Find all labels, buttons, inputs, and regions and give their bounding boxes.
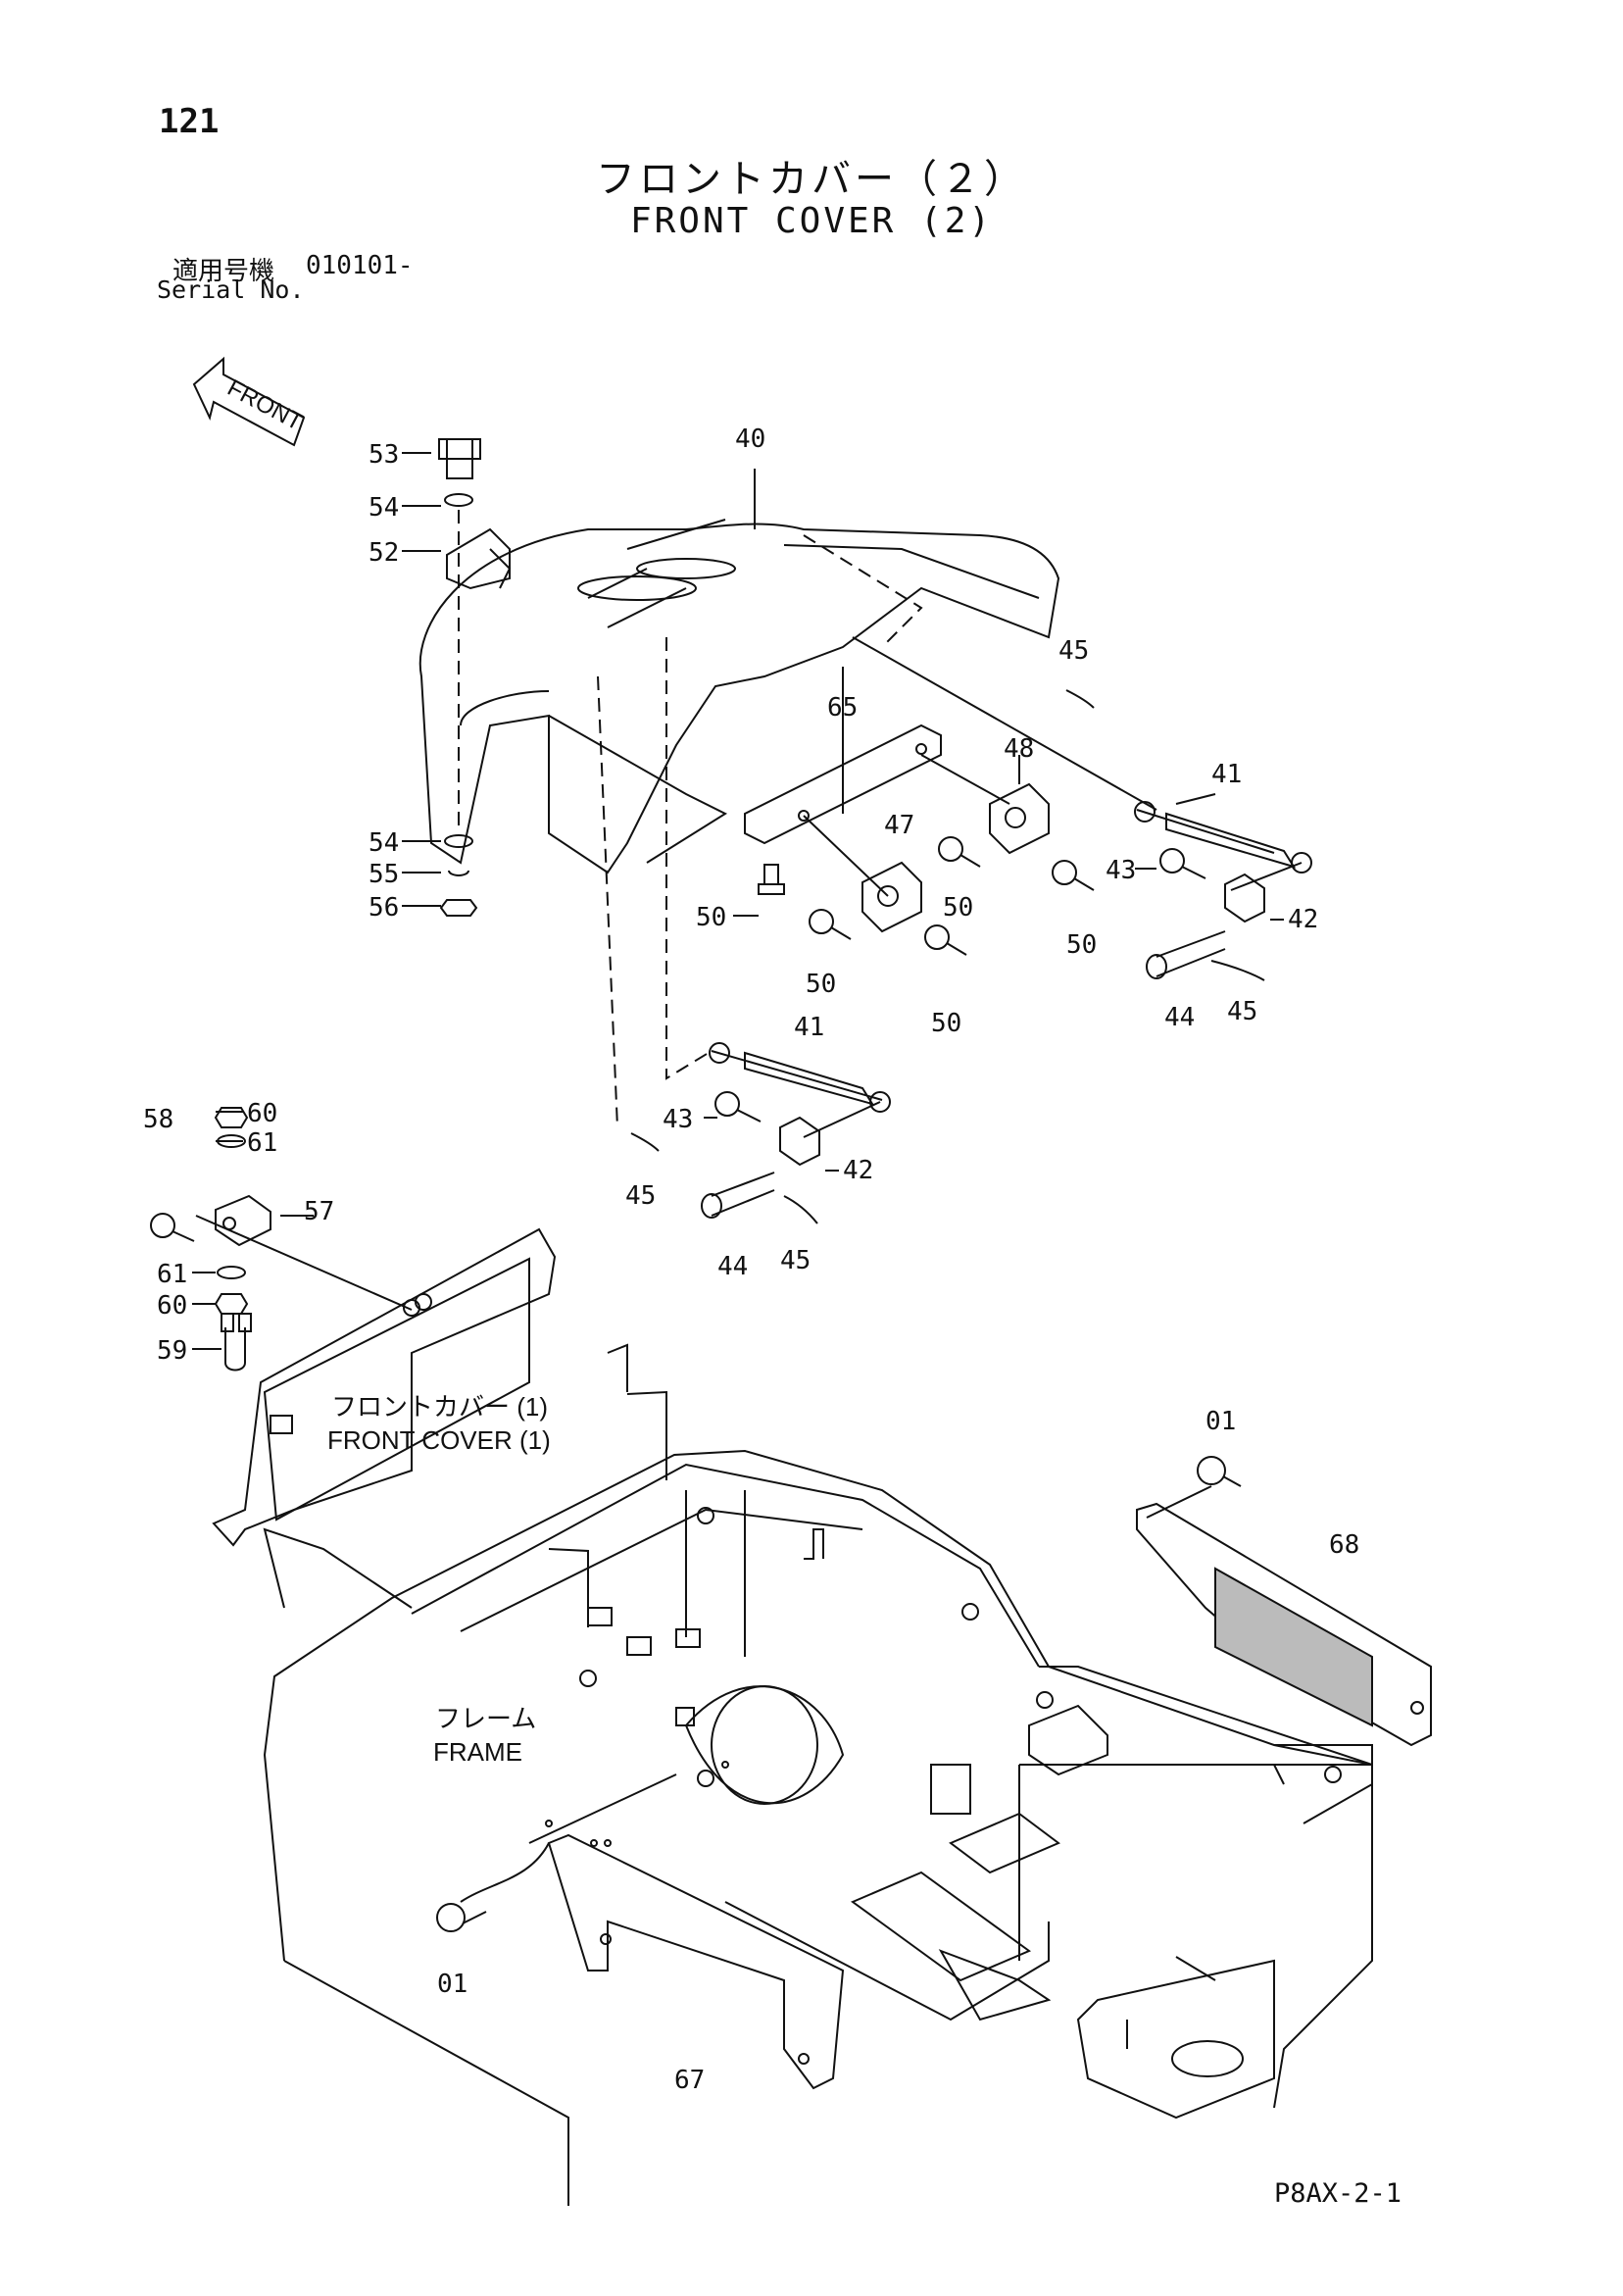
area-labels: フロントカバー (1) FRONT COVER (1) フレーム FRAME bbox=[327, 1392, 551, 1767]
front-cover-1-label-en: FRONT COVER (1) bbox=[327, 1425, 551, 1455]
callout-50: 50 bbox=[1066, 930, 1097, 960]
callout-48: 48 bbox=[1004, 734, 1034, 764]
callout-50: 50 bbox=[696, 903, 726, 932]
callout-52: 52 bbox=[369, 538, 399, 568]
callout-01: 01 bbox=[1205, 1407, 1236, 1436]
callout-60: 60 bbox=[157, 1291, 187, 1321]
front-direction-arrow: FRONT bbox=[192, 356, 308, 447]
side-cover-67 bbox=[547, 1833, 845, 2090]
serial-value: 010101- bbox=[306, 251, 414, 280]
callout-55: 55 bbox=[369, 860, 399, 889]
frame-label-jp: フレーム bbox=[435, 1704, 536, 1733]
dashed-assembly-lines bbox=[458, 510, 923, 1128]
callout-50: 50 bbox=[806, 970, 836, 999]
nut-stack bbox=[439, 834, 478, 917]
callout-43: 43 bbox=[663, 1105, 693, 1134]
page-number: 121 bbox=[159, 102, 220, 141]
callout-56: 56 bbox=[369, 893, 399, 923]
leader-lines bbox=[195, 469, 1303, 1844]
page-title-jp: フロントカバー（２） bbox=[596, 158, 1027, 201]
callout-41: 41 bbox=[794, 1013, 824, 1042]
callout-42: 42 bbox=[1288, 905, 1318, 934]
callout-44: 44 bbox=[1164, 1003, 1195, 1032]
callout-54: 54 bbox=[369, 828, 399, 858]
callout-42: 42 bbox=[843, 1156, 873, 1185]
callout-47: 47 bbox=[884, 811, 914, 840]
callout-labels: 53 54 52 40 45 65 48 41 47 54 55 56 50 5… bbox=[143, 424, 1359, 2095]
frame bbox=[263, 1343, 1373, 2206]
callout-01: 01 bbox=[437, 1970, 467, 1999]
callout-59: 59 bbox=[157, 1336, 187, 1366]
front-cover-shell bbox=[418, 519, 1060, 874]
callout-53: 53 bbox=[369, 440, 399, 470]
callout-68: 68 bbox=[1329, 1530, 1359, 1560]
serial-label-en: Serial No. bbox=[157, 275, 305, 304]
callout-44: 44 bbox=[717, 1252, 748, 1281]
document-code: P8AX-2-1 bbox=[1274, 2178, 1402, 2209]
front-cover-1-panel bbox=[212, 1227, 557, 1547]
callout-67: 67 bbox=[674, 2066, 705, 2095]
callout-ticks bbox=[192, 452, 1284, 1350]
callout-57: 57 bbox=[304, 1197, 334, 1226]
bolts-01 bbox=[436, 1456, 1242, 1932]
callout-45: 45 bbox=[780, 1246, 811, 1275]
callout-58: 58 bbox=[143, 1105, 173, 1134]
hinge-plate-65 bbox=[744, 724, 942, 845]
callout-65: 65 bbox=[827, 693, 858, 723]
strut-mount-upper bbox=[1146, 848, 1265, 981]
callout-45: 45 bbox=[1227, 997, 1257, 1026]
callout-61: 61 bbox=[157, 1260, 187, 1289]
frame-label-en: FRAME bbox=[433, 1737, 522, 1767]
callout-54: 54 bbox=[369, 493, 399, 523]
callout-41: 41 bbox=[1211, 760, 1242, 789]
side-cover-68 bbox=[1136, 1502, 1432, 1747]
hinge-47 bbox=[861, 861, 922, 933]
callout-45: 45 bbox=[625, 1181, 656, 1211]
hinge-48 bbox=[989, 782, 1050, 855]
page-title-en: FRONT COVER (2) bbox=[629, 201, 994, 241]
bracket-52 bbox=[438, 438, 512, 590]
gas-strut-41-lower bbox=[709, 1042, 891, 1113]
callout-40: 40 bbox=[735, 424, 765, 454]
callout-50: 50 bbox=[931, 1009, 961, 1038]
front-cover-1-label-jp: フロントカバー (1) bbox=[331, 1392, 548, 1422]
strut-mount-lower bbox=[630, 689, 1095, 1224]
callout-43: 43 bbox=[1106, 856, 1136, 885]
bracket-57 bbox=[150, 1107, 271, 1372]
callout-60: 60 bbox=[247, 1099, 277, 1128]
callout-45: 45 bbox=[1058, 636, 1089, 666]
front-arrow-label: FRONT bbox=[223, 374, 308, 436]
callout-61: 61 bbox=[247, 1128, 277, 1158]
serial-label-jp: 適用号機 bbox=[172, 256, 275, 285]
callout-50: 50 bbox=[943, 893, 973, 923]
bolts-50 bbox=[758, 836, 1095, 956]
